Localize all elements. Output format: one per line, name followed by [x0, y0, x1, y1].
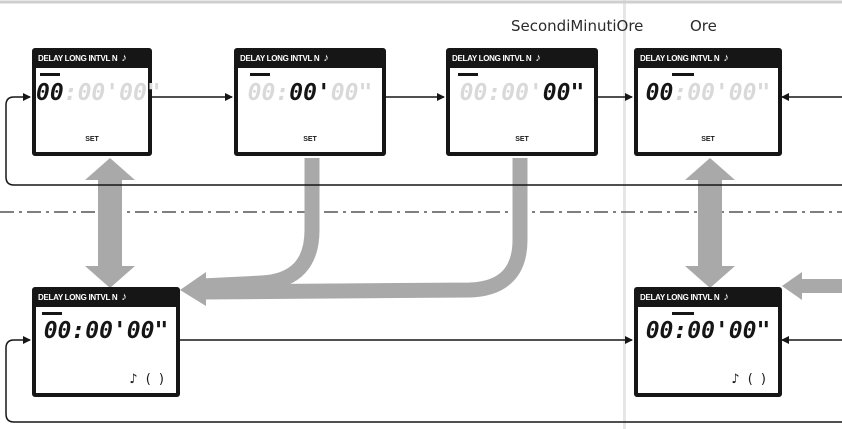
lcd-screen-bottom-1: DELAY LONG INTVL N♪ 00:00'00" ♪ ( ) — [32, 287, 180, 397]
lcd-screen-bottom-2: DELAY LONG INTVL N♪ 00:00'00" ♪ ( ) — [634, 287, 782, 397]
selection-bar — [40, 73, 60, 76]
selection-bar — [250, 73, 270, 76]
header-label-hours: Ore — [690, 17, 717, 35]
lcd-screen-top-1: DELAY LONG INTVL N♪ 00:00'00" SET — [32, 48, 161, 156]
right-panel-edge — [623, 0, 626, 429]
lcd-screen-top-4: DELAY LONG INTVL N♪ 00:00'00" SET — [634, 48, 782, 156]
alarm-indicator: ♪ ( ) — [129, 372, 166, 387]
lcd-header: DELAY LONG INTVL N♪ — [452, 52, 541, 64]
time-readout: 00:00'00" — [36, 80, 161, 106]
gray-flow-right-edge-head — [782, 272, 802, 300]
gray-double-arrow-left — [85, 158, 135, 288]
music-note-icon: ♪ — [723, 291, 729, 303]
selection-bar — [458, 73, 478, 76]
lcd-header: DELAY LONG INTVL N♪ — [640, 291, 729, 303]
music-note-icon: ♪ — [121, 52, 127, 64]
set-label: SET — [85, 136, 99, 143]
header-label-seconds-minutes-hours: SecondiMinutiOre — [511, 17, 644, 35]
lcd-screen-top-2: DELAY LONG INTVL N♪ 00:00'00" SET — [234, 48, 386, 156]
set-label: SET — [303, 136, 317, 143]
loop-top — [5, 93, 842, 186]
selection-bar — [672, 73, 694, 76]
music-note-icon: ♪ — [723, 52, 729, 64]
time-readout: 00:00'00" — [43, 318, 169, 344]
gray-flow-arrowhead — [180, 272, 206, 306]
selection-bar — [42, 312, 62, 315]
time-readout: 00:00'00" — [645, 318, 771, 344]
alarm-indicator: ♪ ( ) — [731, 372, 768, 387]
gray-double-arrow-right — [685, 158, 735, 288]
music-note-icon: ♪ — [121, 291, 127, 303]
lcd-header: DELAY LONG INTVL N♪ — [240, 52, 329, 64]
time-readout: 00:00'00" — [247, 80, 373, 106]
gray-flow-from-minutes — [201, 158, 320, 294]
lcd-header: DELAY LONG INTVL N♪ — [38, 291, 127, 303]
music-note-icon: ♪ — [535, 52, 541, 64]
time-readout: 00:00'00" — [645, 80, 771, 106]
gray-flow-from-seconds — [201, 158, 528, 300]
set-label: SET — [515, 136, 529, 143]
selection-bar — [672, 312, 694, 315]
lcd-screen-top-3: DELAY LONG INTVL N♪ 00:00'00" SET — [446, 48, 598, 156]
lcd-header: DELAY LONG INTVL N♪ — [38, 52, 127, 64]
music-note-icon: ♪ — [323, 52, 329, 64]
loop-bottom — [5, 336, 842, 423]
time-readout: 00:00'00" — [459, 80, 585, 106]
set-label: SET — [701, 136, 715, 143]
lcd-header: DELAY LONG INTVL N♪ — [640, 52, 729, 64]
